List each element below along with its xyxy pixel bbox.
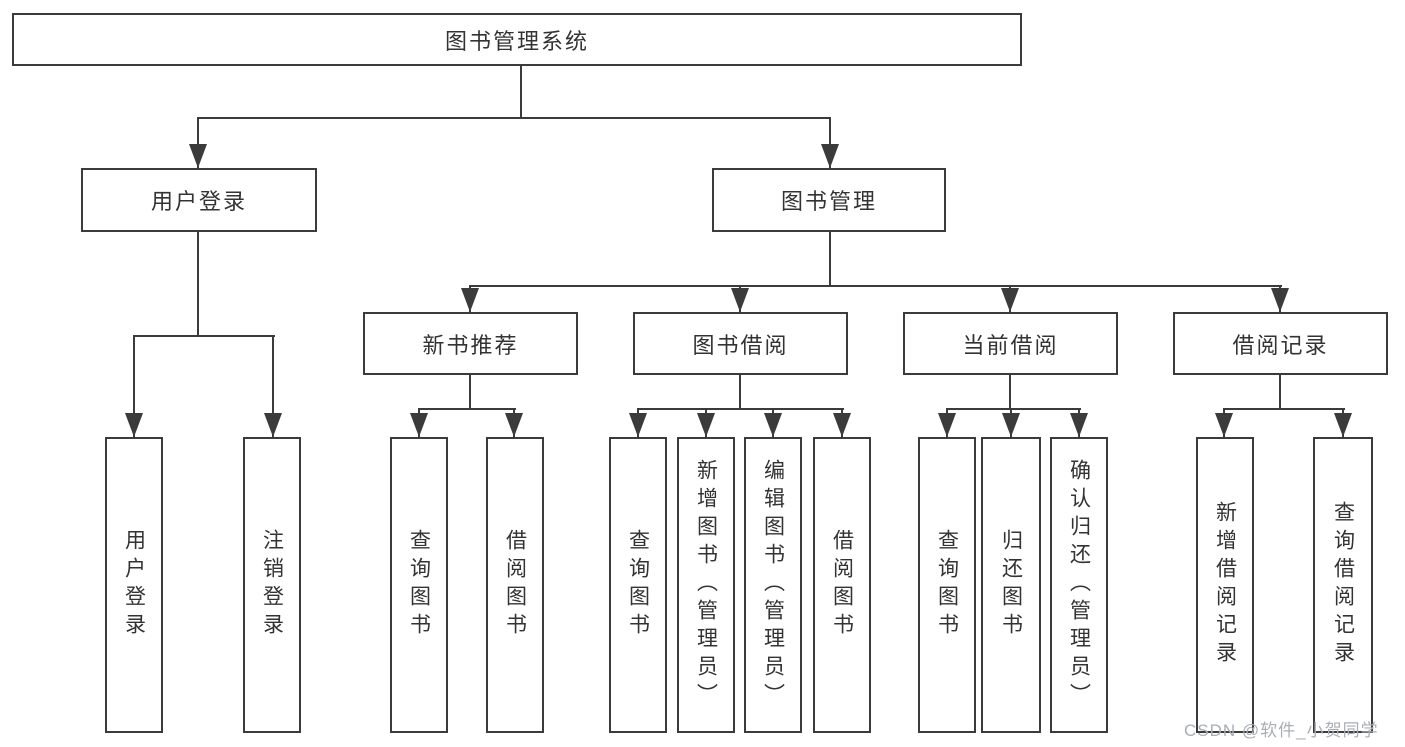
node-label: 用户登录 (150, 189, 247, 214)
connector-line (418, 408, 516, 410)
node-user-login: 用户登录 (81, 168, 317, 232)
connector-line (272, 335, 274, 437)
leaf-add-books-admin: 新增图书（管理员） (677, 437, 735, 733)
node-label: 新增图书（管理员） (694, 459, 718, 711)
connector-line (469, 375, 471, 409)
connector-line (946, 408, 1081, 410)
leaf-logout-login: 注销登录 (243, 437, 301, 733)
node-label: 用户登录 (122, 529, 146, 641)
arrow-down-icon (821, 144, 839, 168)
arrow-down-icon (1271, 288, 1289, 312)
arrow-down-icon (505, 413, 523, 437)
leaf-query-books-recommend: 查询图书 (390, 437, 448, 733)
arrow-down-icon (1070, 413, 1088, 437)
leaf-confirm-return-admin: 确认归还（管理员） (1050, 437, 1108, 733)
node-label: 查询借阅记录 (1331, 501, 1355, 669)
node-label: 借阅记录 (1232, 332, 1329, 358)
arrow-down-icon (833, 413, 851, 437)
leaf-query-borrow-record: 查询借阅记录 (1313, 437, 1373, 733)
arrow-down-icon (410, 413, 428, 437)
node-label: 注销登录 (260, 529, 284, 641)
connector-line (637, 408, 844, 410)
connector-line (133, 335, 135, 437)
node-label: 图书管理系统 (444, 28, 589, 54)
connector-line (739, 375, 741, 409)
node-book-management: 图书管理 (712, 168, 946, 232)
node-label: 查询图书 (626, 529, 650, 641)
arrow-down-icon (938, 413, 956, 437)
connector-line (469, 285, 1282, 287)
node-borrowing-records: 借阅记录 (1173, 312, 1388, 375)
node-library-management-system: 图书管理系统 (12, 13, 1022, 66)
node-book-borrowing: 图书借阅 (633, 312, 848, 375)
leaf-edit-books-admin: 编辑图书（管理员） (744, 437, 802, 733)
arrow-down-icon (697, 413, 715, 437)
connector-line (1279, 375, 1281, 409)
connector-line (197, 117, 199, 168)
arrow-down-icon (1001, 288, 1019, 312)
node-label: 查询图书 (407, 529, 431, 641)
watermark-text: CSDN @软件_小贺同学 (1184, 721, 1379, 740)
node-label: 归还图书 (999, 529, 1023, 641)
node-label: 借阅图书 (503, 529, 527, 641)
connector-line (520, 66, 522, 117)
arrow-down-icon (764, 413, 782, 437)
arrow-down-icon (189, 144, 207, 168)
node-label: 借阅图书 (830, 529, 854, 641)
connector-line (197, 117, 831, 119)
node-current-borrowing: 当前借阅 (903, 312, 1118, 375)
connector-line (1009, 375, 1011, 409)
connector-line (197, 232, 199, 336)
arrow-down-icon (461, 288, 479, 312)
leaf-query-books-current: 查询图书 (918, 437, 976, 733)
connector-line (1223, 408, 1345, 410)
leaf-borrow-books-recommend: 借阅图书 (486, 437, 544, 733)
node-label: 图书借阅 (692, 332, 789, 358)
node-label: 新书推荐 (422, 332, 519, 358)
node-new-book-recommendation: 新书推荐 (363, 312, 578, 375)
arrow-down-icon (629, 413, 647, 437)
arrow-down-icon (1002, 413, 1020, 437)
arrow-down-icon (264, 413, 282, 437)
arrow-down-icon (731, 288, 749, 312)
arrow-down-icon (1215, 413, 1233, 437)
node-label: 图书管理 (780, 189, 877, 214)
connector-line (829, 232, 831, 286)
node-label: 确认归还（管理员） (1067, 459, 1091, 711)
leaf-return-books: 归还图书 (981, 437, 1041, 733)
arrow-down-icon (1334, 413, 1352, 437)
node-label: 查询图书 (935, 529, 959, 641)
leaf-user-login: 用户登录 (105, 437, 163, 733)
leaf-add-borrow-record: 新增借阅记录 (1196, 437, 1254, 733)
connector-line (829, 117, 831, 168)
connector-line (133, 335, 275, 337)
leaf-borrow-books-borrowing: 借阅图书 (813, 437, 871, 733)
node-label: 编辑图书（管理员） (761, 459, 785, 711)
node-label: 新增借阅记录 (1213, 501, 1237, 669)
arrow-down-icon (125, 413, 143, 437)
node-label: 当前借阅 (962, 332, 1059, 358)
leaf-query-books-borrowing: 查询图书 (609, 437, 667, 733)
